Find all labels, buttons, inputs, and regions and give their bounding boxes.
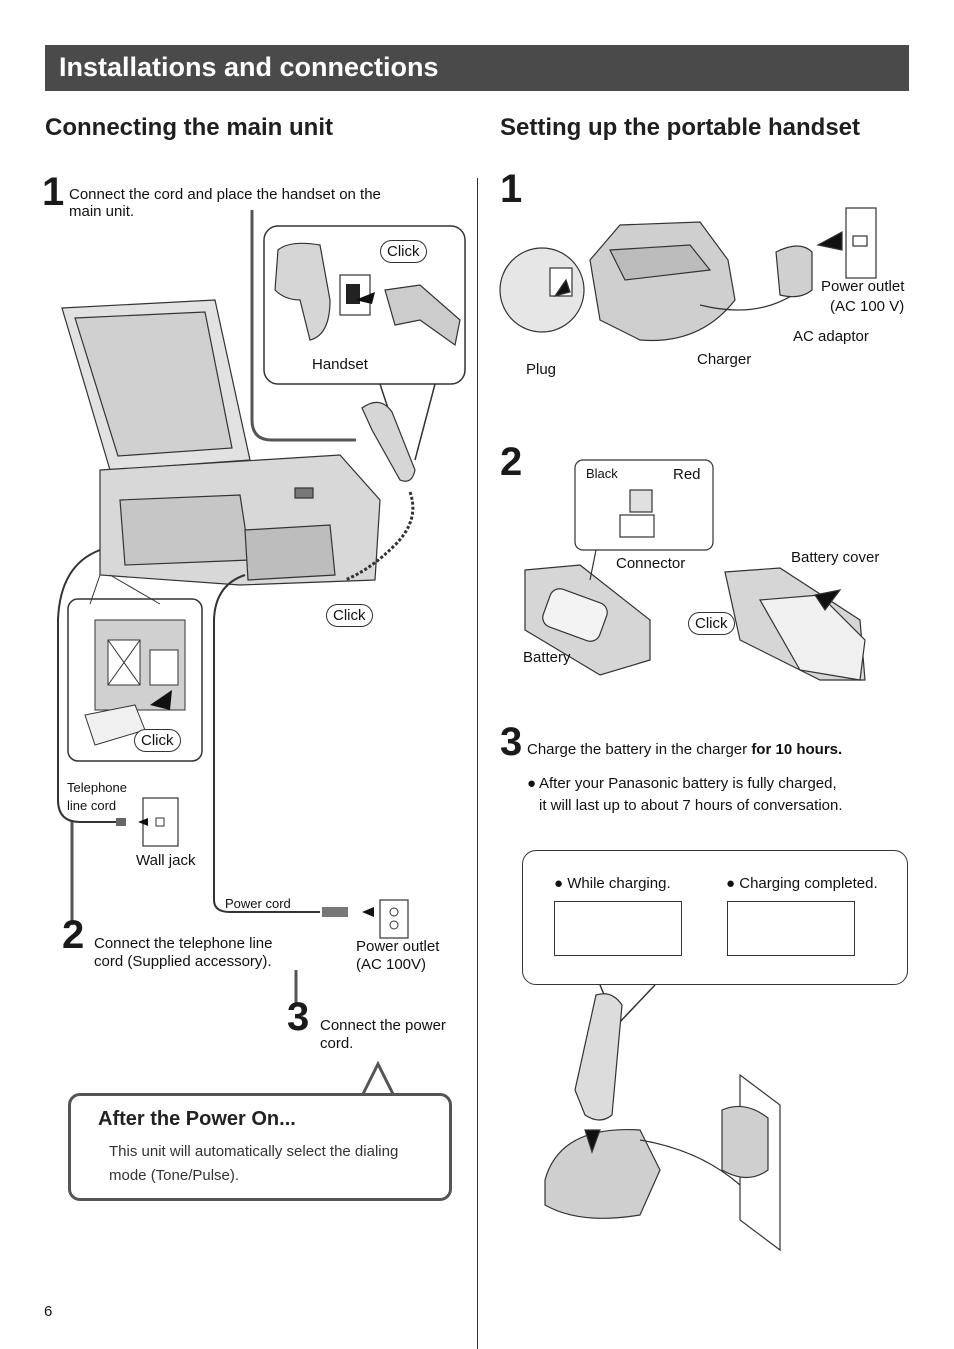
click-label-cord: Click xyxy=(326,604,373,627)
battery-life-line1: After your Panasonic battery is fully ch… xyxy=(539,775,837,792)
click-label-top: Click xyxy=(380,240,427,263)
charger-label: Charger xyxy=(697,351,752,368)
display-charging-completed xyxy=(727,901,855,956)
power-outlet-left-label-2: (AC 100V) xyxy=(356,956,427,973)
left-heading: Connecting the main unit xyxy=(45,114,333,141)
charge-instruction: Charge the battery in the charger for 10… xyxy=(527,741,842,759)
charging-completed-text: Charging completed. xyxy=(739,875,878,892)
battery-cover-label: Battery cover xyxy=(791,549,880,566)
power-outlet-left-drawing xyxy=(322,899,409,939)
charger-drawing xyxy=(499,207,877,342)
right-step2-number: 2 xyxy=(500,440,523,484)
left-step1-number: 1 xyxy=(42,170,65,214)
wall-jack-drawing xyxy=(116,797,179,847)
while-charging-label: ● While charging. xyxy=(554,875,671,892)
plug-label: Plug xyxy=(526,361,557,378)
left-step3-text-1: Connect the power xyxy=(320,1017,446,1034)
handset-label: Handset xyxy=(312,356,368,373)
ac-adaptor-label: AC adaptor xyxy=(793,328,869,345)
while-charging-text: While charging. xyxy=(567,875,671,892)
power-outlet-left-label-1: Power outlet xyxy=(356,938,440,955)
after-power-on-line1: This unit will automatically select the … xyxy=(109,1143,399,1160)
after-power-on-box xyxy=(68,1093,452,1201)
power-outlet-right-label-2: (AC 100 V) xyxy=(830,298,905,315)
black-wire-label: Black xyxy=(586,466,618,481)
battery-life-line2: it will last up to about 7 hours of conv… xyxy=(539,797,843,814)
left-step3-text-2: cord. xyxy=(320,1035,354,1052)
cords-drawing xyxy=(57,549,320,1005)
handset-inset-drawing xyxy=(274,242,461,347)
main-handset-drawing xyxy=(344,401,416,582)
column-divider xyxy=(477,178,478,1349)
click-label-jack: Click xyxy=(134,729,181,752)
after-power-on-line2: mode (Tone/Pulse). xyxy=(109,1167,240,1184)
right-heading: Setting up the portable handset xyxy=(500,114,861,141)
left-step2-text-2: cord (Supplied accessory). xyxy=(94,953,272,970)
page-title: Installations and connections xyxy=(59,52,439,82)
power-cord-label: Power cord xyxy=(225,896,291,911)
phone-charging-drawing xyxy=(544,993,781,1252)
left-step1-text-2: main unit. xyxy=(69,203,135,220)
wall-jack-label: Wall jack xyxy=(136,852,196,869)
left-step1-text-1: Connect the cord and place the handset o… xyxy=(69,186,381,203)
left-step2-text-1: Connect the telephone line xyxy=(94,935,273,952)
battery-label: Battery xyxy=(523,649,571,666)
left-step2-number: 2 xyxy=(62,913,85,957)
section-banner xyxy=(45,45,909,91)
red-wire-label: Red xyxy=(673,466,701,483)
right-step1-number: 1 xyxy=(500,167,523,211)
telephone-line-label-2: line cord xyxy=(67,798,117,813)
click-label-battery: Click xyxy=(688,612,735,635)
display-while-charging xyxy=(554,901,682,956)
charging-completed-label: ● Charging completed. xyxy=(726,875,878,892)
power-outlet-right-label-1: Power outlet xyxy=(821,278,905,295)
jack-inset-drawing xyxy=(67,574,203,762)
telephone-line-label-1: Telephone xyxy=(67,780,127,795)
connector-label: Connector xyxy=(616,555,686,572)
charge-instruction-text: Charge the battery in the charger xyxy=(527,741,748,758)
page-number: 6 xyxy=(44,1303,53,1320)
after-power-on-title: After the Power On... xyxy=(98,1108,296,1130)
battery-drawing xyxy=(524,459,866,681)
bullet-dot-1: ● xyxy=(527,775,537,792)
charge-instruction-duration: for 10 hours. xyxy=(751,741,843,758)
left-step3-number: 3 xyxy=(287,995,310,1039)
right-step3-number: 3 xyxy=(500,720,523,764)
